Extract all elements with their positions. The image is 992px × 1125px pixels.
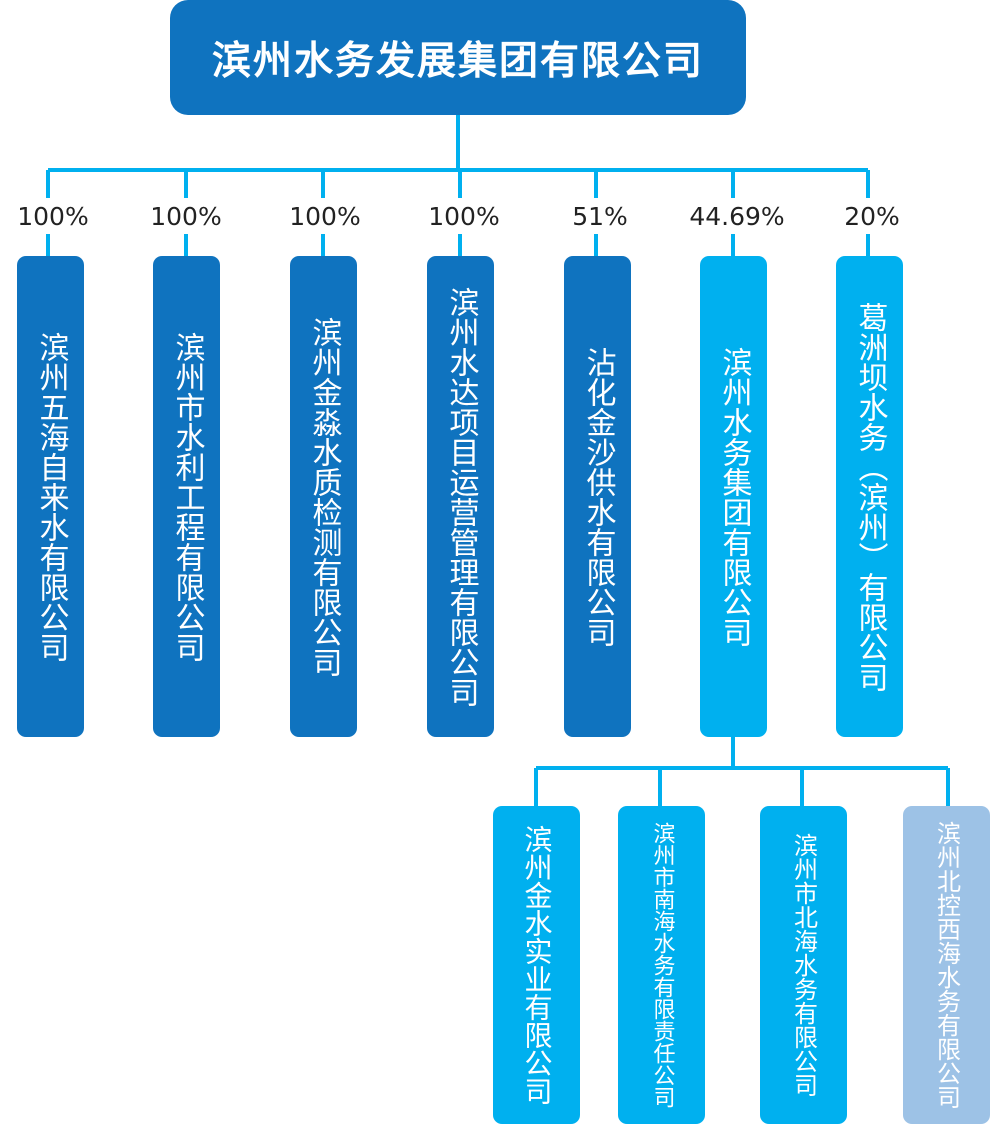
root-company-name: 滨州水务发展集团有限公司: [211, 38, 704, 84]
second-level-box: 滨州金水实业有限公司: [493, 806, 580, 1124]
subsidiary-name: 滨州水达项目运营管理有限公司: [443, 286, 479, 707]
second-level-box: 滨州北控西海水务有限公司: [903, 806, 990, 1124]
subsidiary-name: 滨州市水利工程有限公司: [169, 331, 205, 662]
share-percentage: 20%: [844, 202, 900, 231]
share-percentage: 51%: [572, 202, 628, 231]
second-level-box: 滨州市南海水务有限责任公司: [618, 806, 705, 1124]
second-level-name: 滨州市南海水务有限责任公司: [649, 822, 675, 1108]
subsidiary-box: 滨州水务集团有限公司: [700, 256, 767, 737]
subsidiary-box: 葛洲坝水务（滨州）有限公司: [836, 256, 903, 737]
second-level-name: 滨州市北海水务有限公司: [789, 833, 818, 1097]
subsidiary-name: 葛洲坝水务（滨州）有限公司: [852, 301, 888, 692]
subsidiary-box: 滨州五海自来水有限公司: [17, 256, 84, 737]
share-percentage: 100%: [428, 202, 500, 231]
subsidiary-name: 滨州水务集团有限公司: [716, 346, 752, 647]
second-level-name: 滨州金水实业有限公司: [520, 825, 554, 1105]
subsidiary-box: 滨州金淼水质检测有限公司: [290, 256, 357, 737]
subsidiary-name: 沾化金沙供水有限公司: [580, 346, 616, 647]
share-percentage: 100%: [17, 202, 89, 231]
subsidiary-name: 滨州五海自来水有限公司: [33, 331, 69, 662]
subsidiary-name: 滨州金淼水质检测有限公司: [306, 316, 342, 677]
share-percentage: 100%: [289, 202, 361, 231]
subsidiary-box: 滨州水达项目运营管理有限公司: [427, 256, 494, 737]
subsidiary-box: 沾化金沙供水有限公司: [564, 256, 631, 737]
second-level-name: 滨州北控西海水务有限公司: [932, 821, 961, 1109]
share-percentage: 44.69%: [689, 202, 785, 231]
share-percentage: 100%: [150, 202, 222, 231]
subsidiary-box: 滨州市水利工程有限公司: [153, 256, 220, 737]
second-level-box: 滨州市北海水务有限公司: [760, 806, 847, 1124]
root-company-box: 滨州水务发展集团有限公司: [170, 0, 746, 115]
